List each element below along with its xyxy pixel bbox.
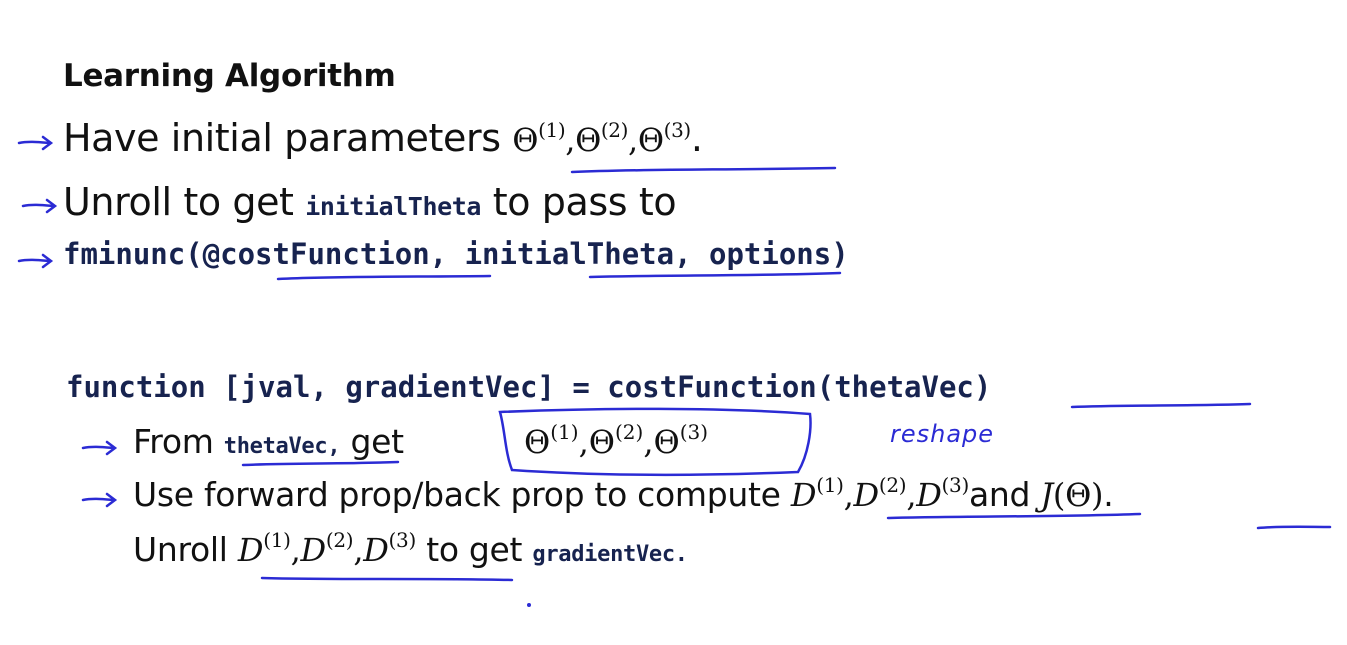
arrow-icon	[17, 253, 54, 269]
bullet-unroll-d: Unroll D(1),D(2),D(3) to get gradientVec…	[133, 528, 688, 569]
arrow-icon	[81, 492, 118, 508]
code-fminunc-call: fminunc(@costFunction, initialTheta, opt…	[63, 237, 849, 271]
arrow-icon	[81, 440, 118, 456]
code-gradientvec: gradientVec.	[532, 542, 688, 567]
underline-costfunction	[276, 274, 492, 281]
line2-text-after: to pass to	[492, 180, 677, 224]
slide-title: Learning Algorithm	[63, 58, 396, 94]
code-thetavec: thetaVec,	[223, 434, 341, 459]
underline-d-list-1	[886, 512, 1142, 520]
underline-d-list-2	[260, 576, 514, 582]
line-initial-parameters: Have initial parameters Θ(1),Θ(2),Θ(3).	[63, 116, 703, 160]
j-theta: J(Θ)	[1040, 476, 1104, 514]
line1-text: Have initial parameters	[63, 116, 501, 160]
code-function-signature: function [jval, gradientVec] = costFunct…	[66, 370, 992, 404]
d-list-2: D(1),D(2),D(3)	[237, 528, 416, 569]
theta-list-1: Θ(1),Θ(2),Θ(3)	[512, 118, 691, 159]
arrow-icon	[21, 198, 58, 214]
code-costfunction: costFunction	[220, 237, 430, 271]
code-initialtheta-arg: initialTheta	[464, 237, 675, 271]
underline-initialtheta	[588, 271, 842, 279]
underline-j-theta	[1256, 525, 1332, 530]
handwritten-reshape-note: reshape	[890, 420, 995, 448]
theta-list-2: Θ(1),Θ(2),Θ(3)	[524, 420, 709, 461]
code-thetavec-arg: thetaVec	[834, 370, 974, 404]
line-unroll: Unroll to get initialTheta to pass to	[63, 180, 677, 224]
ink-dot	[527, 603, 531, 607]
underline-thetavec	[241, 460, 400, 467]
underline-theta-list-1	[570, 166, 837, 174]
bullet-forward-back-prop: Use forward prop/back prop to compute D(…	[133, 473, 1114, 514]
code-initialtheta: initialTheta	[305, 192, 482, 221]
d-list-1: D(1),D(2),D(3)	[790, 473, 969, 514]
line2-text-before: Unroll to get	[63, 180, 294, 224]
bullet-from-thetavec: From thetaVec, get	[133, 422, 404, 461]
underline-thetavec-arg	[1070, 402, 1252, 409]
arrow-icon	[17, 135, 54, 151]
